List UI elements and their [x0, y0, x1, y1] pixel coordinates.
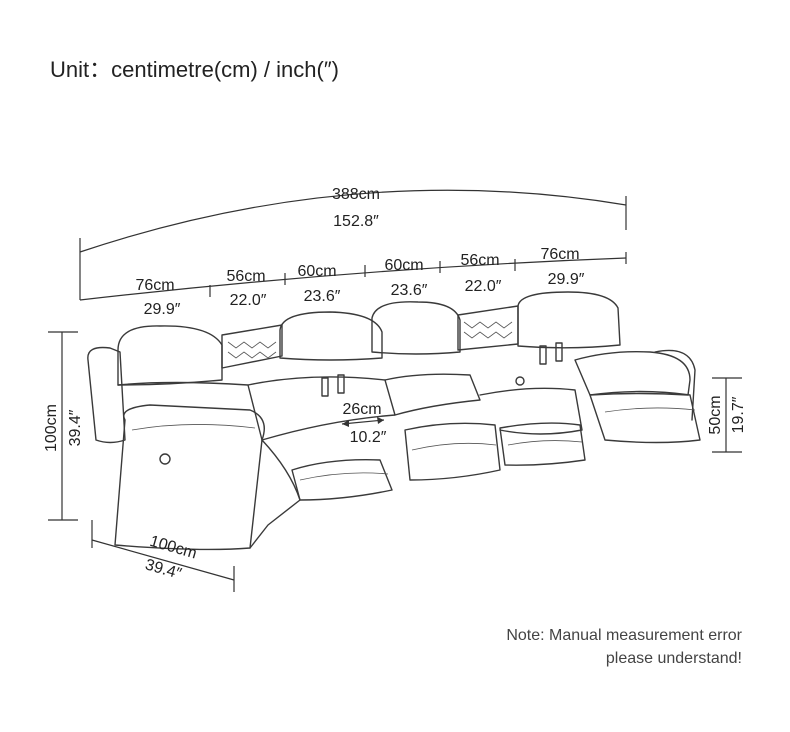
height-cm: 100cm: [43, 404, 60, 452]
depth-in: 39.4″: [143, 556, 183, 583]
unit-title: Unit：centimetre(cm) / inch(″): [50, 57, 339, 82]
console-width-in: 10.2″: [350, 429, 387, 446]
overall-width-dimension: 388cm 152.8″: [79, 186, 627, 300]
segment-4-cm: 60cm: [384, 257, 423, 274]
seat-height-dimension: 50cm 19.7″: [707, 377, 747, 453]
segment-4-in: 23.6″: [391, 282, 428, 299]
segment-6-cm: 76cm: [540, 246, 579, 263]
segment-3-in: 23.6″: [304, 288, 341, 305]
sofa-sketch: [87, 291, 701, 551]
segment-1-in: 29.9″: [144, 301, 181, 318]
seat-height-cm: 50cm: [707, 395, 724, 434]
overall-width-in: 152.8″: [333, 213, 379, 230]
note-line-2: please understand!: [605, 650, 742, 667]
segment-2-in: 22.0″: [230, 292, 267, 309]
segment-2-cm: 56cm: [226, 268, 265, 285]
console-width-dimension: 26cm 10.2″: [341, 401, 387, 446]
seat-height-in: 19.7″: [730, 396, 747, 433]
height-dimension: 100cm 39.4″: [43, 331, 84, 521]
segment-1-cm: 76cm: [135, 277, 174, 294]
height-in: 39.4″: [67, 409, 84, 446]
segment-5-in: 22.0″: [465, 278, 502, 295]
measurement-note: Note: Manual measurement error please un…: [506, 624, 742, 670]
depth-dimension: 100cm 39.4″: [91, 520, 235, 592]
segment-6-in: 29.9″: [548, 271, 585, 288]
overall-width-cm: 388cm: [332, 186, 380, 203]
segment-3-cm: 60cm: [297, 263, 336, 280]
segment-dimensions: 76cm 29.9″ 56cm 22.0″ 60cm 23.6″ 60cm 23…: [79, 246, 627, 318]
segment-5-cm: 56cm: [460, 252, 499, 269]
console-width-cm: 26cm: [342, 401, 381, 418]
note-line-1: Note: Manual measurement error: [506, 627, 742, 644]
